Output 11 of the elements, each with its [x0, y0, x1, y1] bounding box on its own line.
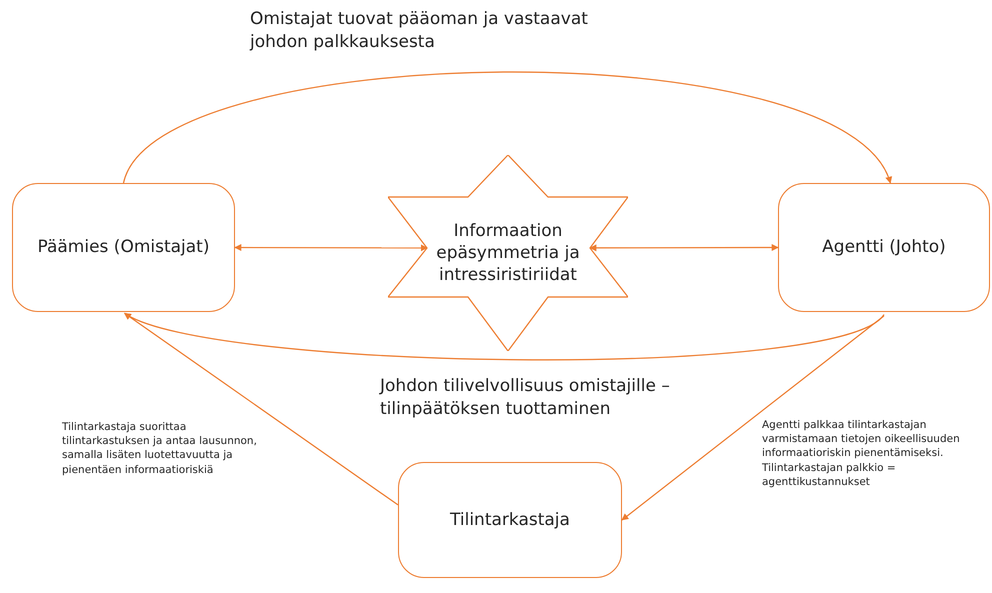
star-shape	[388, 155, 628, 351]
double-arrow	[234, 244, 428, 252]
rounded-box	[398, 462, 622, 578]
rounded-box	[778, 183, 990, 312]
node-label: Tilintarkastaja	[449, 508, 571, 532]
rounded-box	[12, 183, 235, 312]
node-label: Informaation epäsymmetria ja intressiristiriidat	[435, 220, 581, 286]
node-label: Agentti (Johto)	[821, 236, 947, 259]
node-label: Päämies (Omistajat)	[36, 236, 210, 259]
arrow	[124, 312, 398, 506]
arrow	[621, 315, 884, 520]
